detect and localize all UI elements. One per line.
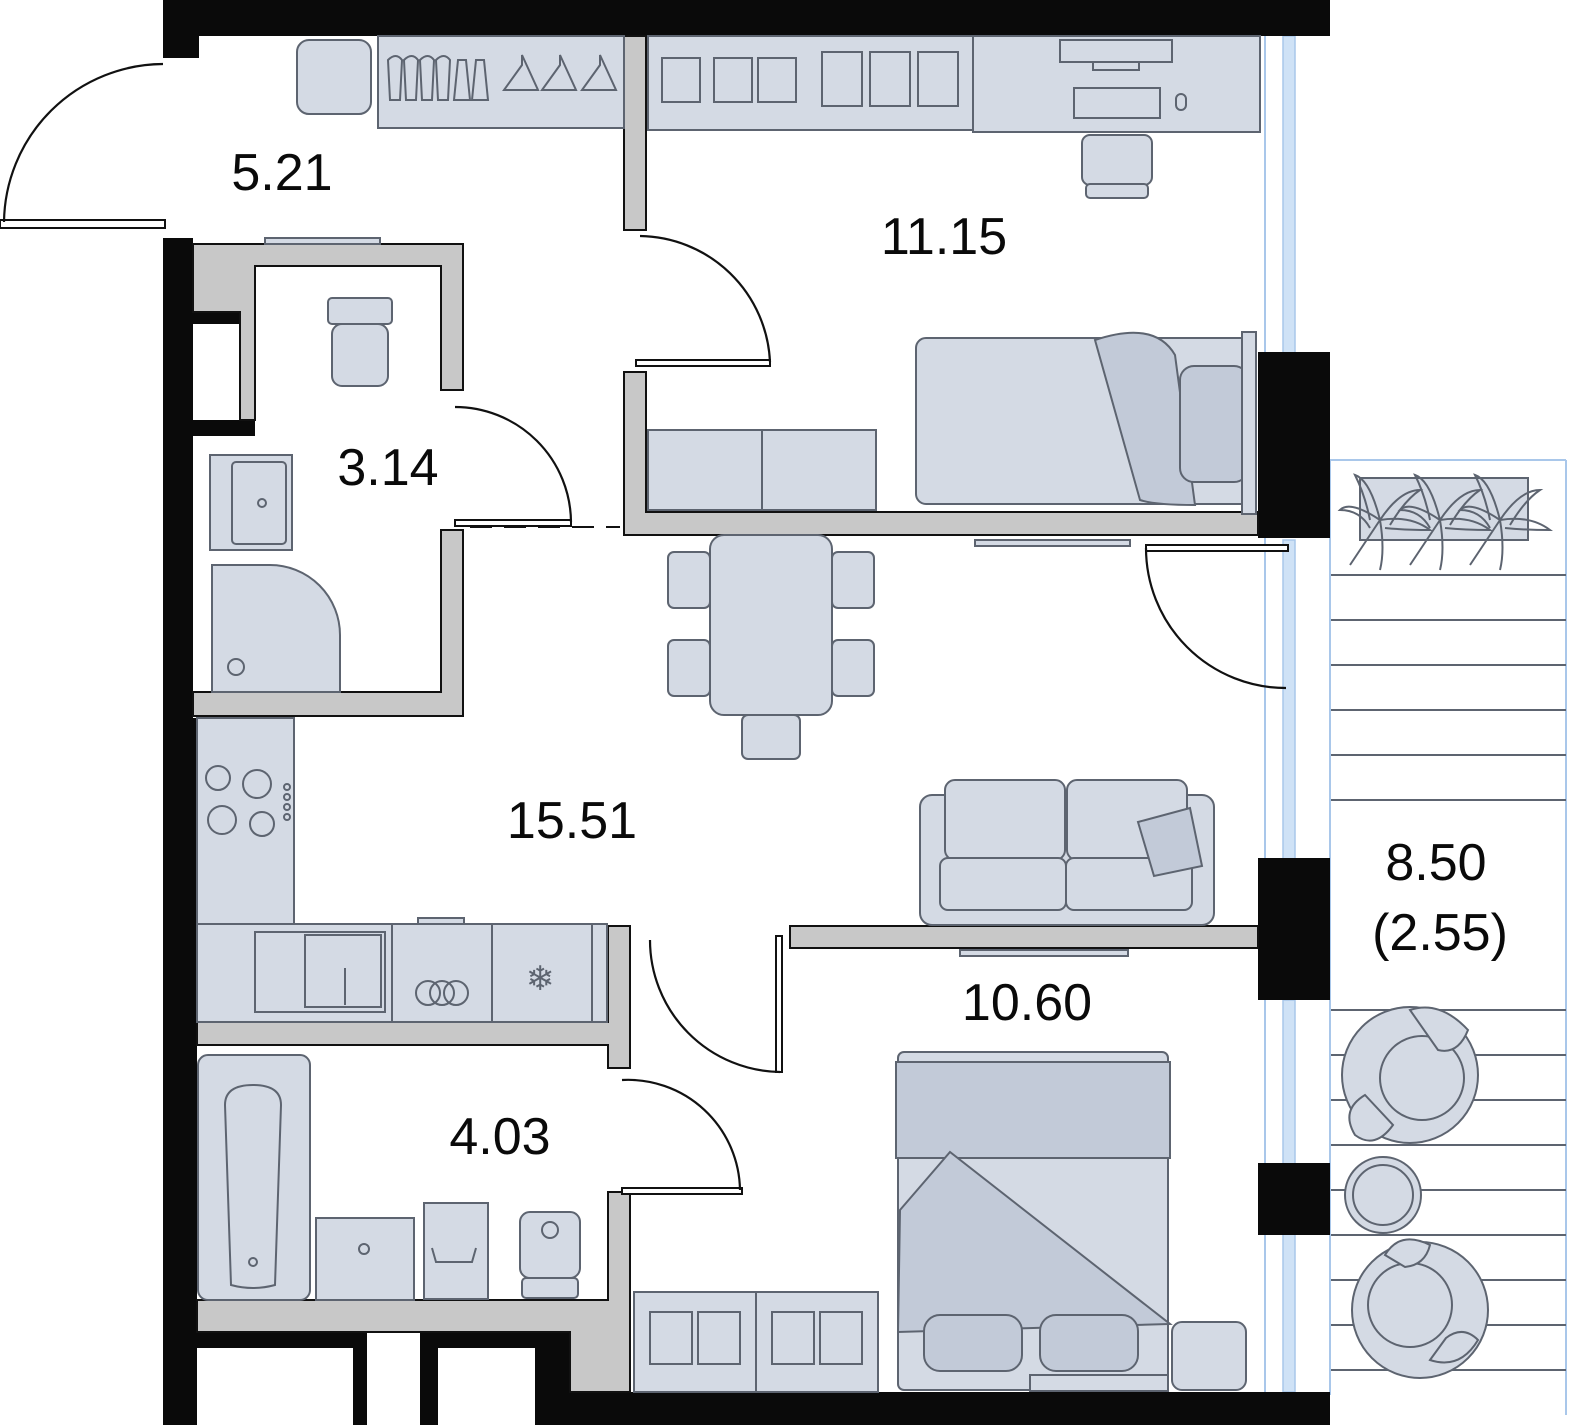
bathroom-door — [621, 1078, 743, 1195]
keyboard-icon — [1073, 87, 1161, 119]
bedroom-top-door — [635, 234, 772, 367]
area-label-bedroom-bottom: 10.60 — [962, 974, 1092, 1032]
sink-icon — [209, 454, 293, 551]
mouse-icon — [1175, 93, 1187, 111]
toilet-icon — [327, 297, 393, 387]
area-label-balcony-reduced: (2.55) — [1372, 904, 1508, 962]
bathtub-icon — [197, 1054, 311, 1301]
armchair-icon — [1351, 1238, 1489, 1379]
balcony-door — [1144, 544, 1289, 690]
wardrobe — [647, 35, 974, 131]
living-kitchen-furniture: ❄ — [196, 534, 1215, 1023]
radiator — [264, 237, 381, 245]
tv-icon — [974, 539, 1131, 547]
wc-furniture — [209, 297, 393, 693]
planter-icon — [1337, 473, 1554, 571]
area-label-living-kitchen: 15.51 — [507, 792, 637, 850]
area-label-bedroom-top: 11.15 — [881, 208, 1007, 266]
tv-icon — [959, 949, 1129, 957]
wardrobe — [377, 35, 625, 129]
interior-partitions — [192, 35, 1259, 1393]
hall-furniture — [264, 35, 625, 245]
bed-icon — [915, 331, 1257, 515]
sink-icon — [315, 1217, 415, 1301]
freezer-icon: ❄ — [526, 959, 555, 999]
area-label-wc: 3.14 — [337, 439, 438, 497]
bed-icon — [895, 1051, 1173, 1392]
washing-machine-icon — [423, 1202, 489, 1300]
area-label-bathroom: 4.03 — [449, 1108, 550, 1166]
mirror-icon — [296, 39, 372, 115]
nightstand — [1171, 1321, 1247, 1391]
bedroom-bottom-furniture — [633, 949, 1247, 1393]
side-table-icon — [1344, 1156, 1422, 1234]
wc-door — [454, 405, 573, 527]
bedroom-top-furniture — [647, 35, 1261, 547]
sofa-icon — [919, 779, 1215, 926]
shower-icon — [211, 564, 341, 693]
bedroom-bottom-door — [648, 935, 783, 1074]
area-label-balcony: 8.50 — [1385, 834, 1486, 892]
toilet-icon — [519, 1211, 581, 1299]
bathroom-furniture — [197, 1054, 581, 1301]
kitchen-counter: ❄ — [196, 717, 608, 1023]
doors — [0, 62, 1289, 1195]
dining-table-icon — [667, 534, 875, 760]
entrance-door — [0, 62, 166, 229]
armchair-icon — [1341, 1006, 1479, 1144]
wardrobe — [633, 1291, 879, 1393]
monitor-icon — [1059, 39, 1173, 71]
area-labels: 5.21 11.15 3.14 15.51 10.60 4.03 8.50 (2… — [231, 144, 1508, 1166]
area-label-hall: 5.21 — [231, 144, 332, 202]
chair-icon — [1081, 134, 1153, 199]
